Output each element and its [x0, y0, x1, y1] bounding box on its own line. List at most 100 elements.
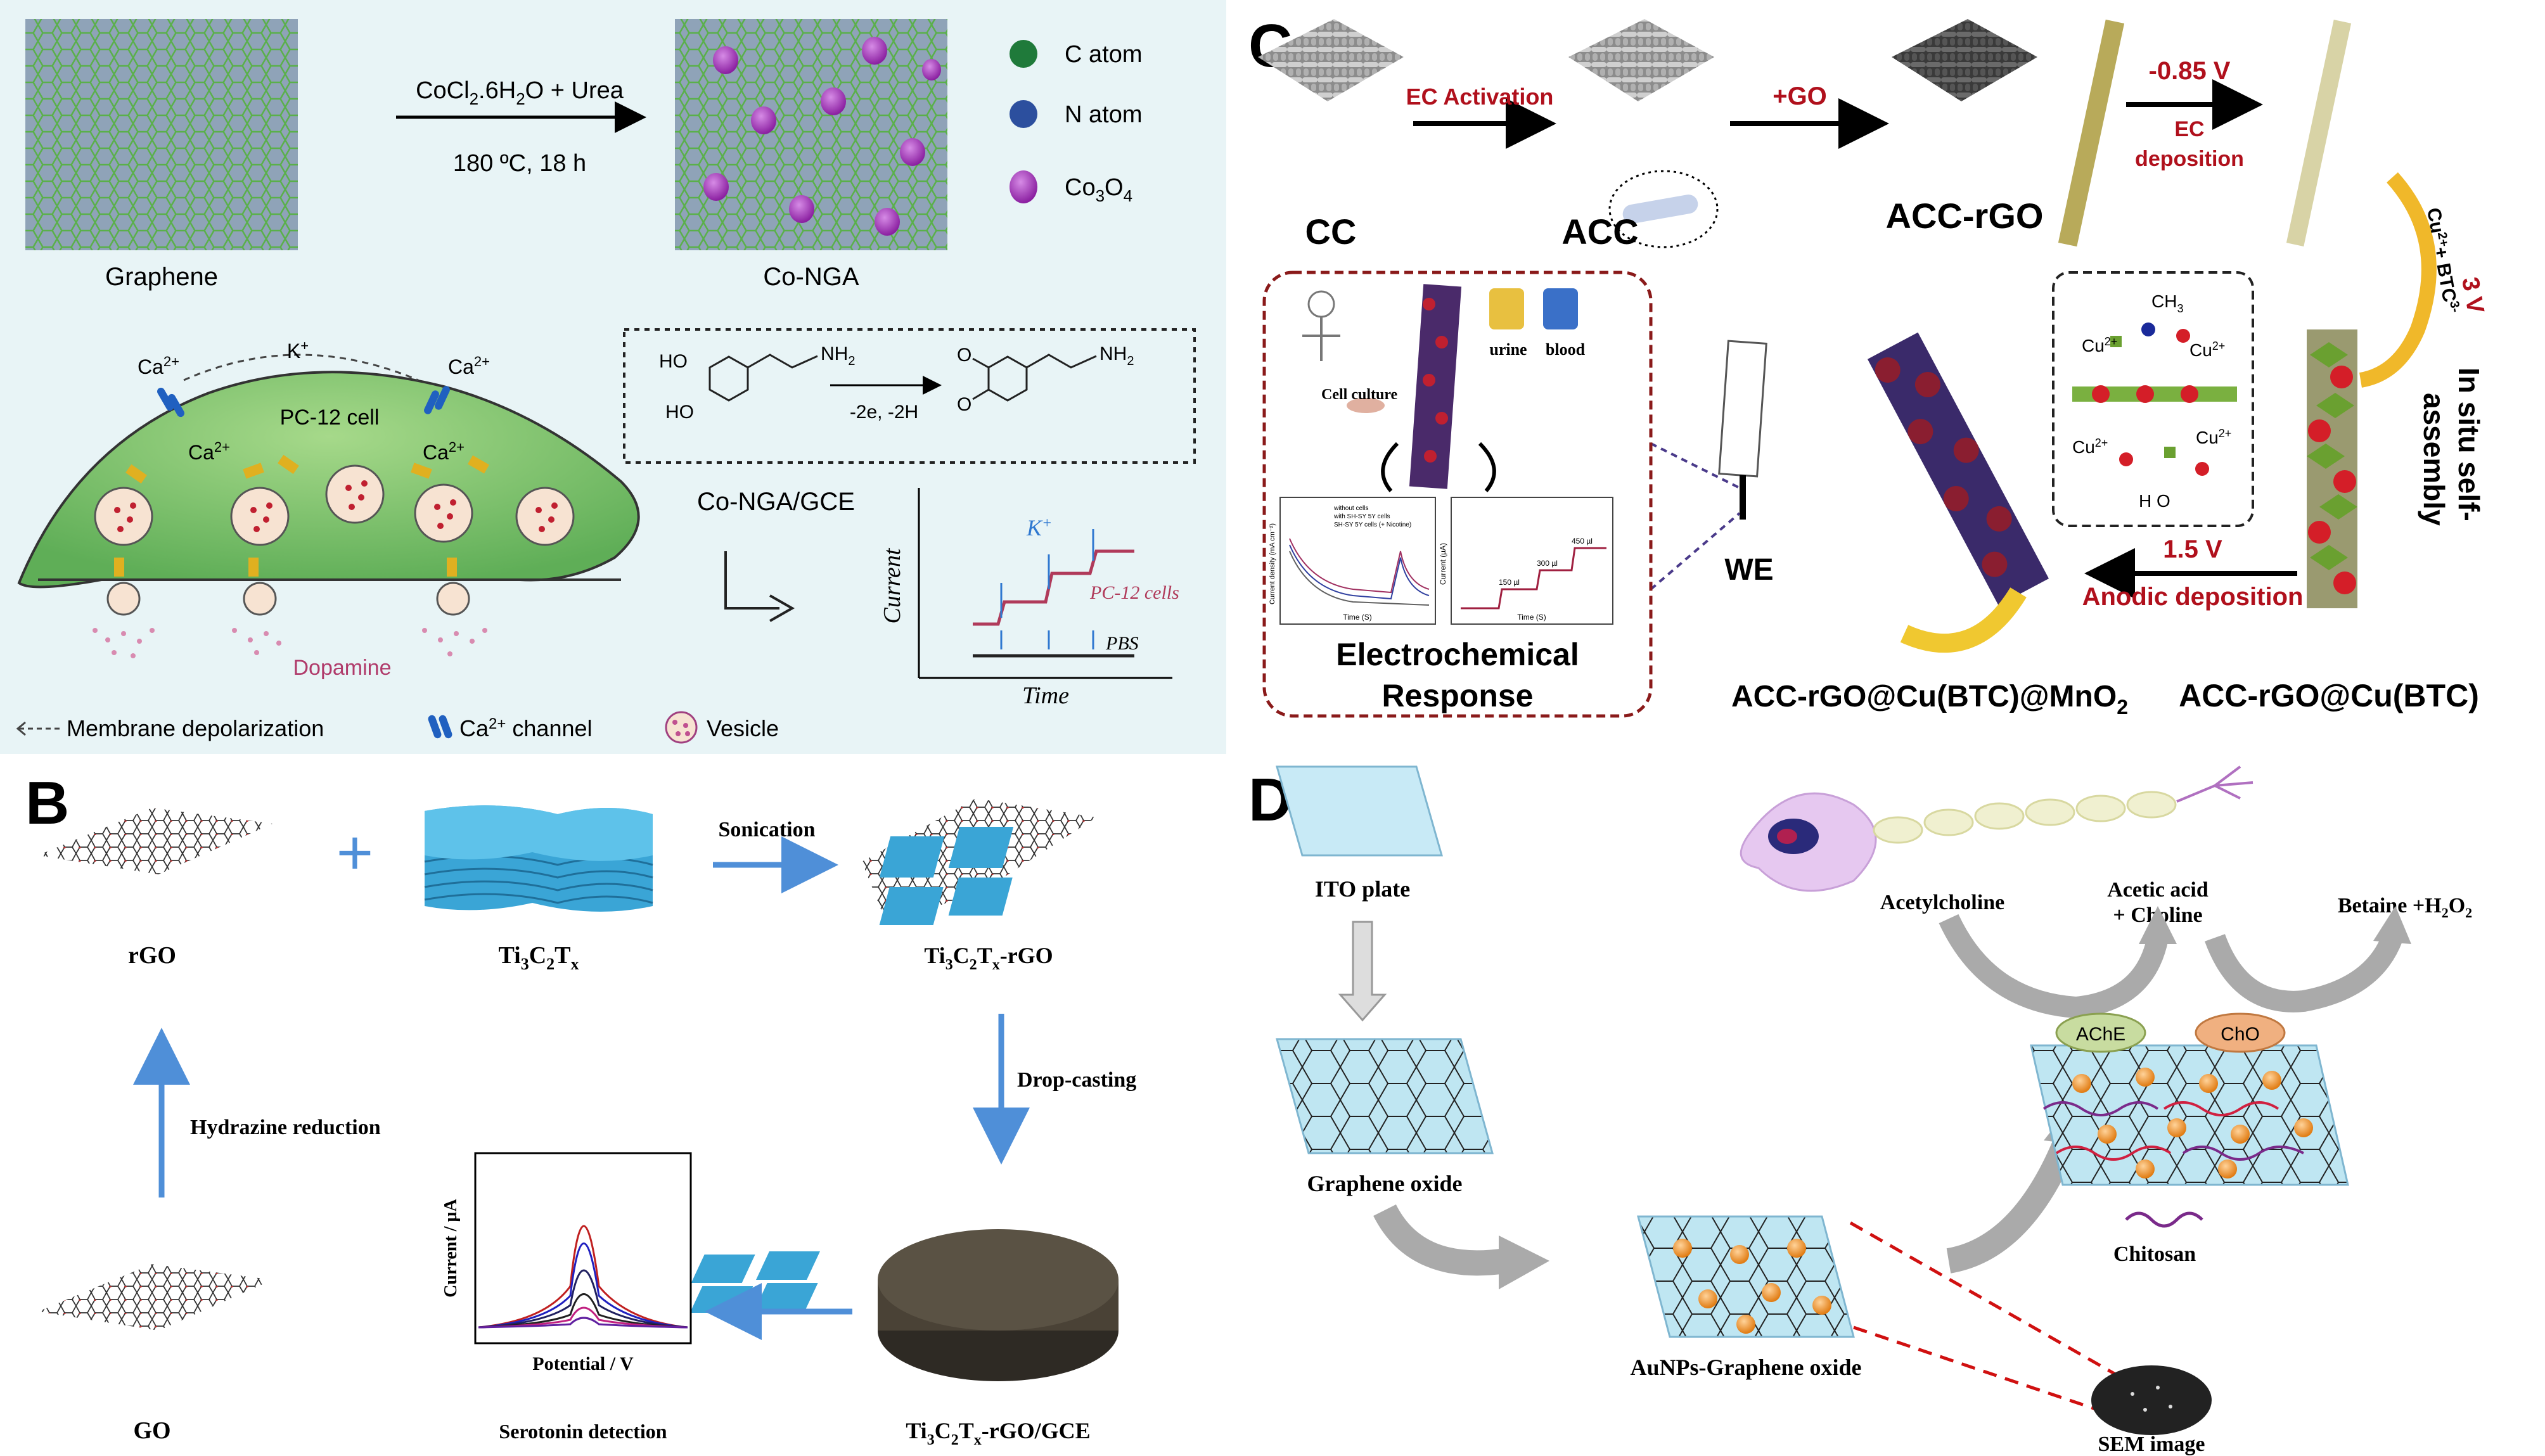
acc-fiber-zoom: [1622, 195, 1698, 224]
pbs-series-label: PBS: [1105, 633, 1139, 654]
go-label: GO: [133, 1417, 170, 1444]
voltammogram-ylabel: Current / µA: [441, 1198, 461, 1297]
go-label: Graphene oxide: [1307, 1171, 1462, 1196]
panel-b: B rGO + Ti3C2Tx Sonication: [0, 754, 1226, 1456]
legend-channel: Ca2+ channel: [459, 715, 593, 741]
gce-label: Ti3C2Tx-rGO/GCE: [906, 1418, 1090, 1448]
working-electrode: [1718, 340, 1767, 478]
ec-deposition-1: EC: [2174, 117, 2204, 141]
sem-label: SEM image: [2098, 1433, 2205, 1456]
voltammogram-xlabel: Potential / V: [532, 1353, 634, 1374]
electrode-lead: [1740, 475, 1746, 520]
voltammogram-caption: Serotonin detection: [499, 1420, 667, 1443]
sensor-sheet: [2030, 1044, 2349, 1186]
ache-label: AChE: [2076, 1024, 2125, 1045]
legend-membrane: Membrane depolarization: [67, 715, 324, 741]
ho-2: HO: [665, 402, 694, 423]
dopamine-label: Dopamine: [293, 656, 392, 680]
ca-ion-label-3: Ca2+: [188, 439, 230, 464]
nh2-1: NH2: [821, 343, 855, 368]
assembly-arrow: [2359, 172, 2437, 388]
co3o4-label: Co3O4: [1065, 174, 1132, 205]
deposited-fiber: [2286, 20, 2352, 246]
h2o-label: H O: [2139, 491, 2170, 511]
cho-enzyme: [2195, 1012, 2286, 1053]
nh2-2: NH2: [1099, 343, 1134, 368]
inset-left-xlabel: Time (S): [1343, 613, 1372, 622]
n-atom-label: N atom: [1065, 101, 1142, 128]
panel-d-figure: D ITO plate Graphene oxide AuNPs-Graphen…: [1248, 765, 2472, 1456]
ca-ion-label-2: Ca2+: [448, 354, 490, 378]
mechanism-box: [2052, 271, 2254, 527]
pc12-cell: [17, 354, 640, 658]
reagent-label: CoCl2.6H2O + Urea: [416, 77, 624, 108]
self-assembly-1: In situ self-: [2452, 367, 2485, 521]
acetic-label-1: Acetic acid: [2107, 878, 2208, 902]
dropcasting-label: Drop-casting: [1017, 1068, 1136, 1092]
electrode-label: Co-NGA/GCE: [697, 488, 855, 516]
cell-culture-label: Cell culture: [1321, 386, 1398, 403]
c-atom-swatch: [1010, 40, 1037, 68]
we-label: WE: [1724, 553, 1773, 587]
au-to-sensor-arrow: [1946, 1129, 2081, 1274]
ito-to-go-arrow: [1338, 921, 1387, 1022]
panel-a: A Graphene CoCl2.6H2O + Urea 180 ºC, 18 …: [0, 0, 1226, 754]
graphene-sheet: [25, 19, 298, 250]
response-label-1: Electrochemical: [1336, 637, 1579, 672]
urine-label: urine: [1489, 340, 1527, 359]
plot-k-label: K+: [1026, 515, 1052, 540]
inset-right-label-1: 150 µl: [1499, 578, 1520, 587]
anodic-label: Anodic deposition: [2082, 583, 2304, 611]
composite-sheet: [862, 798, 1096, 925]
panel-a-legend: Membrane depolarization Ca2+ channel Ves…: [16, 711, 779, 744]
c-atom-label: C atom: [1065, 41, 1142, 68]
plot-xlabel: Time: [1022, 682, 1069, 709]
inset-right-label-3: 450 µl: [1572, 537, 1593, 546]
voltage-2: 3 V: [2456, 275, 2489, 316]
ch3-label: CH3: [2151, 291, 2183, 315]
ito-plate: [1276, 765, 1443, 857]
we-link-1: [1650, 442, 1740, 489]
panel-b-letter: B: [25, 769, 69, 837]
acc-fabric: [1568, 19, 1714, 101]
cc-label: CC: [1305, 212, 1357, 252]
reaction-box: [623, 328, 1196, 464]
pc12-label: PC-12 cell: [280, 406, 380, 430]
o-1: O: [957, 345, 971, 366]
rgo-sheet: [38, 808, 272, 874]
cu-ion-4: Cu2+: [2196, 427, 2231, 447]
sonication-label: Sonication: [718, 818, 815, 841]
ec-deposition-2: deposition: [2135, 147, 2244, 171]
cu-btc-product: ACC-rGO@Cu(BTC): [2179, 678, 2479, 713]
response-box: [1262, 271, 1653, 718]
o-2: O: [957, 394, 971, 415]
panel-c-figure: C CC EC Activation ACC +GO ACC-rGO -0.85…: [1248, 12, 2489, 718]
gce-electrode: [689, 1229, 1119, 1381]
response-label-2: Response: [1382, 678, 1534, 713]
go-to-au-arrow: [1373, 1204, 1507, 1276]
go-step-label: +GO: [1773, 82, 1827, 110]
panel-d: D ITO plate Graphene oxide AuNPs-Graphen…: [1226, 754, 2545, 1456]
mno2-fiber: [1867, 332, 2049, 606]
panel-b-figure: B rGO + Ti3C2Tx Sonication: [25, 769, 1136, 1448]
ca-ion-label-1: Ca2+: [138, 354, 179, 378]
plot-ylabel: Current: [879, 547, 906, 623]
inset-right-xlabel: Time (S): [1517, 613, 1546, 622]
rgo-fiber: [2058, 19, 2125, 247]
au-go-label: AuNPs-Graphene oxide: [1630, 1355, 1861, 1380]
co3o4-particles: [703, 37, 941, 236]
n-atom-swatch: [1010, 100, 1037, 128]
mno2-product: ACC-rGO@Cu(BTC)@MnO2: [1731, 680, 2128, 718]
blood-label: blood: [1546, 340, 1586, 359]
atom-legend: C atom N atom Co3O4: [1010, 40, 1142, 205]
betaine-label: Betaine +H2O2: [2338, 894, 2472, 921]
panel-a-figure: A Graphene CoCl2.6H2O + Urea 180 ºC, 18 …: [16, 15, 1196, 744]
sem-link-1: [1849, 1221, 2140, 1389]
ho-1: HO: [659, 351, 688, 372]
reaction-conditions: 180 ºC, 18 h: [453, 150, 586, 177]
ec-activation-label: EC Activation: [1406, 84, 1554, 110]
inset-left-ylabel: Current density (mA cm⁻²): [1269, 523, 1276, 604]
chitosan-strands: [2042, 1101, 2304, 1161]
chitosan-label: Chitosan: [2113, 1242, 2196, 1266]
inset-right-label-2: 300 µl: [1537, 559, 1558, 568]
